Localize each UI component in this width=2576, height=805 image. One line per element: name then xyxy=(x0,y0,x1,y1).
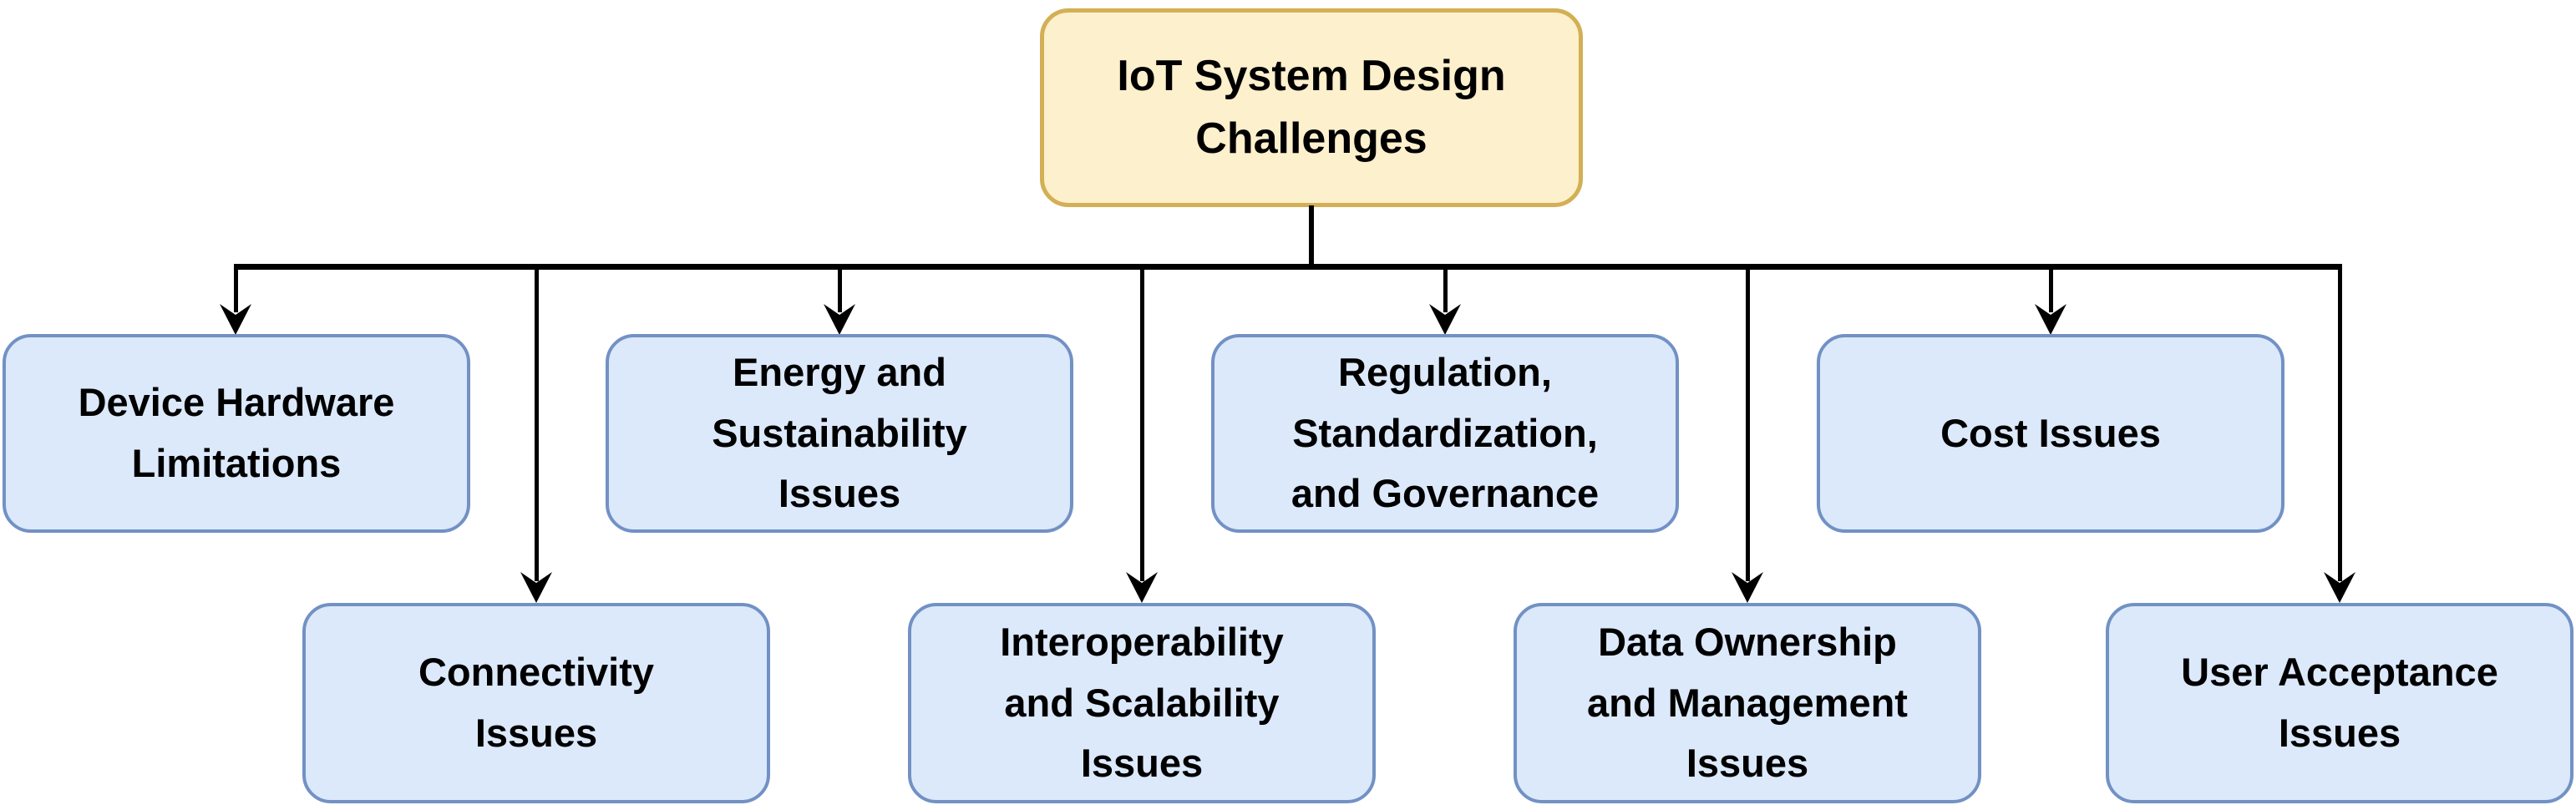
node-device-hardware-limitations: Device Hardware Limitations xyxy=(3,334,470,533)
node-cost-issues: Cost Issues xyxy=(1817,334,2284,533)
root-node-iot-system-design-challenges: IoT System Design Challenges xyxy=(1040,8,1583,207)
node-label: Connectivity Issues xyxy=(418,650,655,755)
node-connectivity-issues: Connectivity Issues xyxy=(302,603,770,803)
branch-line-energy-sustainability xyxy=(838,266,842,312)
branch-line-data-ownership xyxy=(1746,266,1750,581)
node-label: Energy and Sustainability Issues xyxy=(712,349,967,516)
arrowhead-down-icon xyxy=(1732,572,1763,603)
arrowhead-down-icon xyxy=(1126,572,1158,603)
node-label: Cost Issues xyxy=(1940,410,2161,455)
node-interoperability-and-scalability-issues: Interoperability and Scalability Issues xyxy=(908,603,1376,803)
node-regulation-standardization-governance: Regulation, Standardization, and Governa… xyxy=(1211,334,1679,533)
branch-line-connectivity xyxy=(535,266,539,581)
branch-line-user-acceptance xyxy=(2338,266,2342,581)
root-node-label: IoT System Design Challenges xyxy=(1117,51,1506,163)
arrowhead-down-icon xyxy=(220,304,251,335)
node-energy-and-sustainability-issues: Energy and Sustainability Issues xyxy=(606,334,1073,533)
node-label: Device Hardware Limitations xyxy=(78,380,395,485)
branch-line-cost xyxy=(2049,266,2053,312)
node-label: Data Ownership and Management Issues xyxy=(1587,619,1908,786)
branch-line-device-hardware xyxy=(234,266,238,312)
node-label: Regulation, Standardization, and Governa… xyxy=(1291,349,1600,516)
arrowhead-down-icon xyxy=(2324,572,2355,603)
arrowhead-down-icon xyxy=(520,572,552,603)
node-label: User Acceptance Issues xyxy=(2181,650,2498,755)
node-user-acceptance-issues: User Acceptance Issues xyxy=(2106,603,2573,803)
branch-line-interoperability-scalability xyxy=(1140,266,1144,581)
arrowhead-down-icon xyxy=(1429,304,1461,335)
branch-line-regulation-standardization xyxy=(1443,266,1448,312)
node-data-ownership-and-management-issues: Data Ownership and Management Issues xyxy=(1514,603,1981,803)
arrowhead-down-icon xyxy=(2035,304,2066,335)
connector-rail xyxy=(234,264,2342,270)
arrowhead-down-icon xyxy=(824,304,855,335)
connector-trunk xyxy=(1309,205,1314,269)
node-label: Interoperability and Scalability Issues xyxy=(1000,619,1284,786)
